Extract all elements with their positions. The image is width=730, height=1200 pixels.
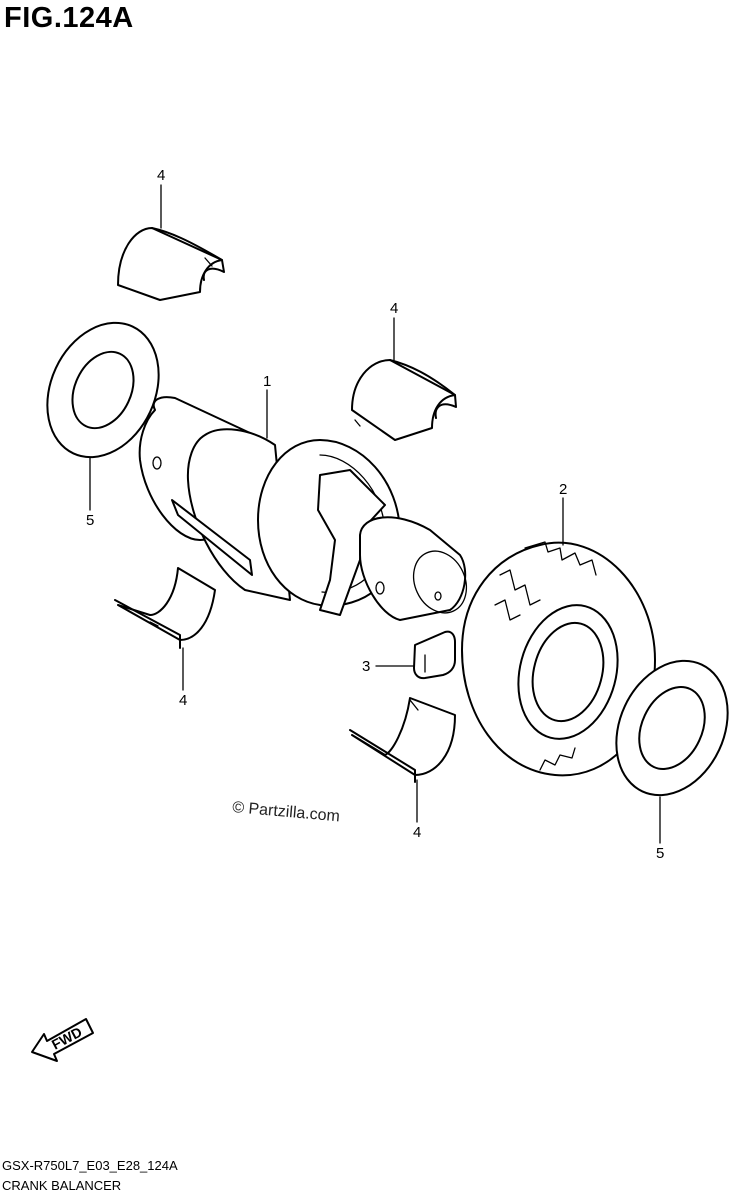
callout-label: 3 [362, 658, 370, 675]
callout-label: 1 [263, 373, 271, 390]
thrust-washer-right[interactable] [595, 643, 730, 814]
callout-label: 4 [390, 300, 398, 317]
bearing-shell-bottom-right[interactable] [349, 697, 456, 783]
balancer-shaft[interactable] [138, 396, 477, 621]
thrust-washer-left[interactable] [26, 305, 179, 476]
callout-label: 5 [656, 845, 664, 862]
watermark: © Partzilla.com [232, 799, 341, 825]
fwd-label: FWD [49, 1024, 85, 1053]
figure-title: FIG.124A [4, 2, 134, 34]
balancer-driven-gear[interactable] [461, 541, 656, 777]
callout-label: 2 [559, 481, 567, 498]
fwd-arrow-icon: FWD [31, 1018, 94, 1062]
leader-lines [89, 184, 661, 844]
diagram-code: GSX-R750L7_E03_E28_124A [2, 1158, 178, 1173]
bearing-shell-top-left[interactable] [117, 227, 225, 301]
callout-label: 5 [86, 512, 94, 529]
callout-label: 4 [413, 824, 421, 841]
diagram-name: CRANK BALANCER [2, 1178, 122, 1193]
callout-label: 4 [179, 692, 187, 709]
bearing-shell-top-right[interactable] [351, 359, 457, 441]
woodruff-key[interactable] [413, 630, 456, 680]
bearing-shell-bottom-left[interactable] [114, 567, 216, 649]
callout-label: 4 [157, 167, 165, 184]
